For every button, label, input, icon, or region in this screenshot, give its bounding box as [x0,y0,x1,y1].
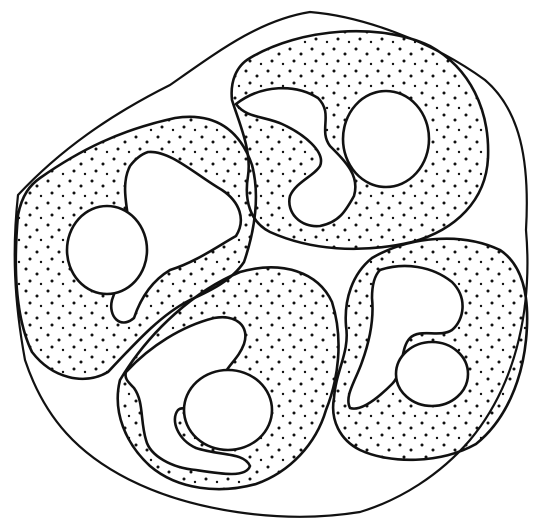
region-left-ring [67,206,147,294]
region-top-ring [343,91,429,187]
region-bottom-ring [184,370,272,450]
region-right-ring [396,342,468,406]
